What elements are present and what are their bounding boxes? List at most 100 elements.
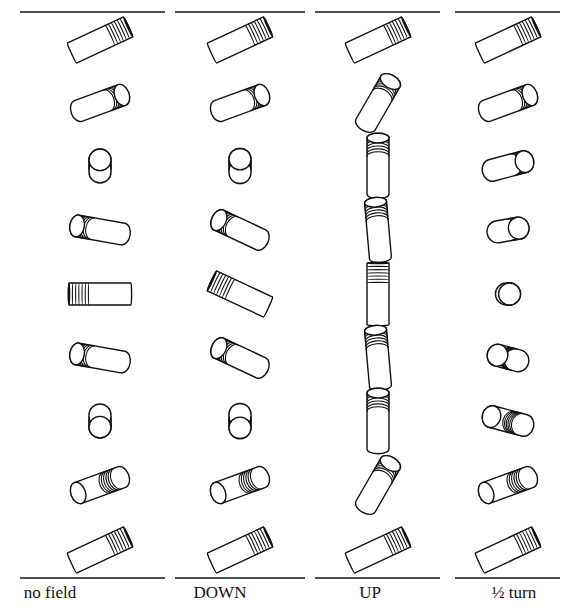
winding-stroke (104, 471, 116, 492)
winding-stroke (514, 470, 525, 491)
magnet-cylinder (70, 82, 132, 121)
cylinder-body (367, 262, 389, 325)
cylinder-body (495, 283, 520, 305)
cylinder-body (229, 403, 251, 438)
cylinder-body (68, 283, 131, 305)
magnet-cylinder (480, 404, 534, 437)
magnet-cylinder (345, 527, 411, 573)
winding-stroke (245, 535, 254, 555)
winding-stroke (383, 25, 392, 45)
winding-stroke (78, 283, 80, 305)
winding-stroke (367, 282, 389, 284)
winding-stroke (88, 283, 90, 305)
winding-stroke (86, 218, 95, 240)
magnet-cylinder (345, 17, 411, 63)
magnet-cylinder (67, 17, 133, 63)
magnet-cylinder (367, 388, 389, 453)
cylinder-end (229, 417, 251, 438)
cylinder-end (263, 527, 273, 547)
magnet-cylinder (367, 262, 389, 325)
winding-stroke (99, 472, 111, 493)
magnet-cylinder (89, 149, 111, 183)
baseline (315, 11, 440, 13)
winding-stroke (512, 471, 524, 492)
baseline (175, 11, 305, 13)
cylinder-body (89, 404, 111, 438)
cylinder-end (364, 196, 387, 207)
magnet-cylinder (208, 335, 269, 378)
cylinder-end (367, 388, 389, 398)
cylinder-end (401, 17, 411, 37)
winding-stroke (105, 535, 114, 555)
cylinder-end (89, 149, 111, 171)
magnet-cylinder (229, 403, 251, 438)
winding-stroke (243, 90, 255, 111)
winding-stroke (367, 275, 389, 277)
baseline (315, 577, 440, 579)
cylinder-end (367, 262, 389, 263)
cylinder-end (531, 527, 541, 547)
column-label: DOWN (194, 584, 247, 601)
magnet-cylinder (89, 404, 111, 438)
winding-stroke (244, 471, 256, 492)
winding-stroke (366, 344, 388, 350)
cylinder-end (263, 17, 273, 37)
magnet-cylinder (476, 466, 538, 505)
winding-stroke (372, 470, 392, 483)
cylinder-end (378, 452, 404, 474)
baseline (20, 11, 165, 13)
cylinder-body (365, 197, 392, 262)
cylinder-body (367, 388, 389, 453)
winding-stroke (241, 471, 253, 492)
winding-stroke (518, 468, 529, 489)
magnet-cylinder (68, 466, 130, 505)
cylinder-end (123, 527, 133, 547)
winding-stroke (75, 283, 77, 305)
cylinder-body (207, 17, 273, 63)
winding-stroke (367, 407, 389, 412)
winding-stroke (101, 471, 113, 492)
cylinder-end (519, 82, 540, 108)
baseline (455, 577, 560, 579)
winding-stroke (239, 472, 251, 493)
magnet-cylinder (207, 271, 273, 317)
cylinder-body (365, 325, 392, 390)
cylinder-end (378, 70, 404, 92)
winding-stroke (366, 216, 388, 222)
magnet-cylinder (208, 466, 270, 505)
baseline (455, 11, 560, 13)
magnet-cylinder (67, 527, 133, 573)
cylinder-end (111, 82, 132, 108)
magnet-cylinder (367, 133, 389, 198)
magnet-cylinder (482, 149, 536, 182)
winding-stroke (513, 535, 522, 555)
magnet-cylinder (68, 342, 130, 373)
winding-stroke (511, 90, 523, 111)
magnet-cylinder (207, 17, 273, 63)
winding-stroke (246, 470, 257, 491)
winding-stroke (367, 279, 389, 281)
magnet-cylinder (485, 342, 529, 372)
cylinder-end (68, 480, 89, 506)
cylinder-end (229, 148, 251, 169)
winding-stroke (72, 283, 74, 305)
cylinder-end (68, 214, 86, 238)
column-label: no field (24, 584, 76, 601)
cylinder-end (499, 283, 521, 305)
column-label: ½ turn (492, 584, 536, 601)
cylinder-end (401, 527, 411, 547)
cylinder-end (208, 480, 229, 506)
winding-stroke (503, 411, 515, 433)
cylinder-end (208, 335, 230, 361)
cylinder-end (123, 17, 133, 37)
cylinder-end (480, 404, 503, 430)
winding-stroke (110, 468, 121, 489)
magnet-cylinder (207, 527, 273, 573)
magnet-cylinder (210, 82, 272, 121)
winding-stroke (106, 470, 117, 491)
baselines (20, 12, 560, 578)
magnet-cylinder (475, 527, 541, 573)
magnet-cylinder (356, 452, 404, 514)
magnet-cylinder (208, 207, 269, 250)
